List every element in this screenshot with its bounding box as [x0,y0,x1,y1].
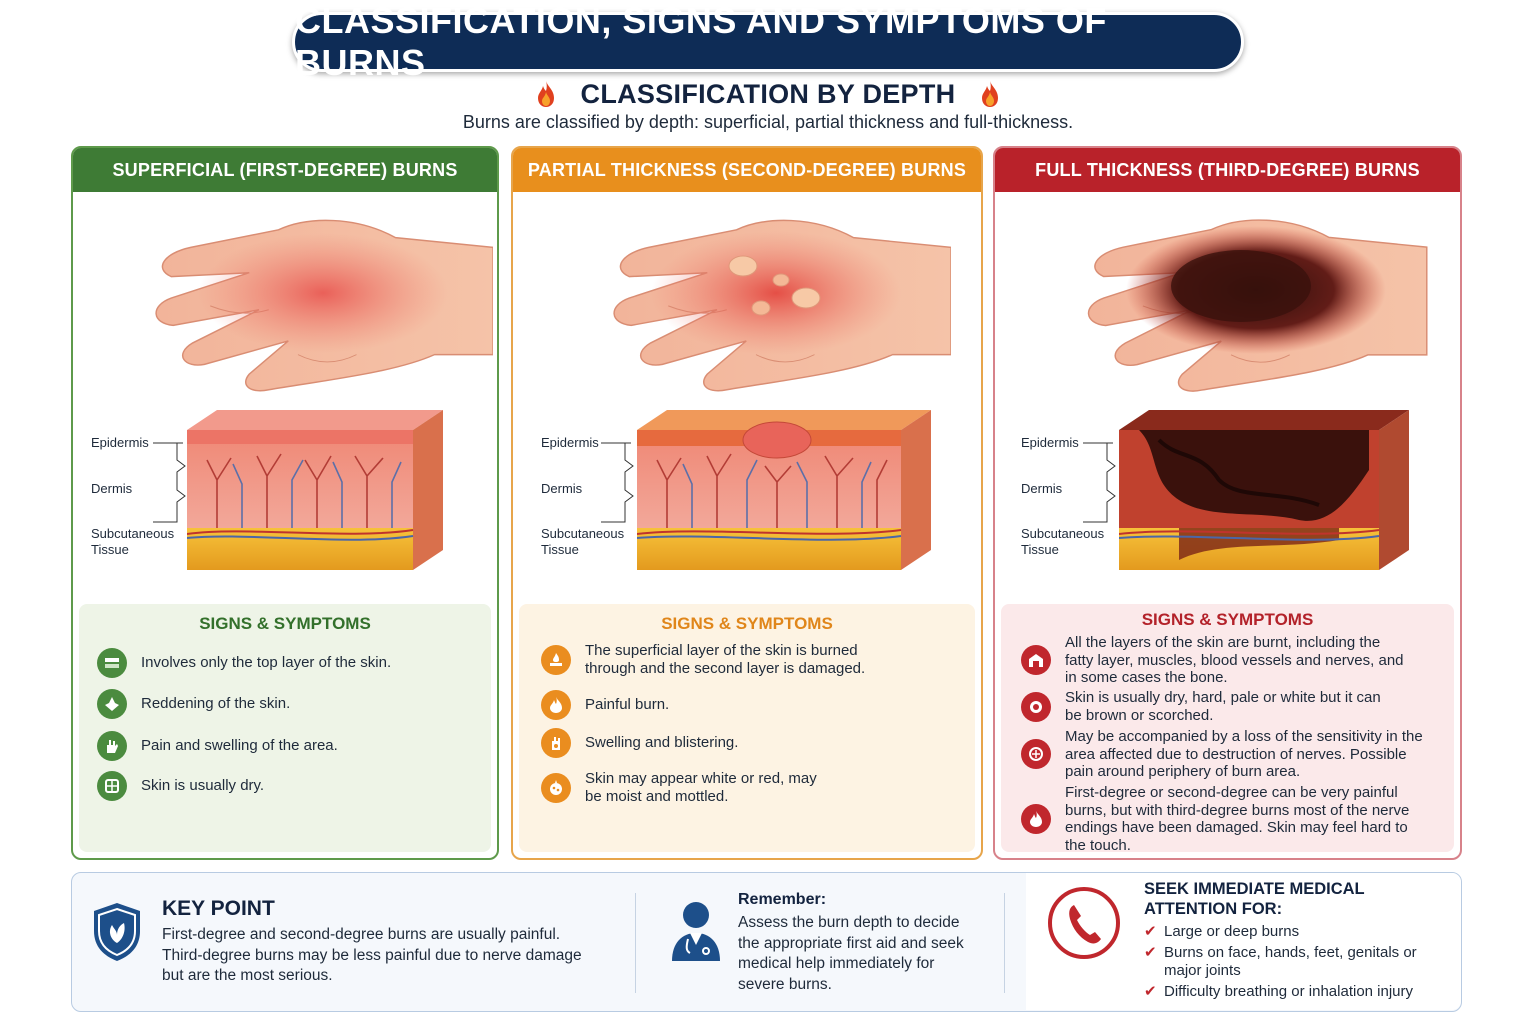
title-banner: CLASSIFICATION, SIGNS AND SYMPTOMS OF BU… [292,0,1244,83]
epidermis-label: Epidermis [1021,435,1079,450]
burned-hand-illustration [155,219,493,392]
divider [635,893,636,993]
seek-list-item: ✔Difficulty breathing or inhalation inju… [1144,983,1414,1000]
remember-title: Remember: [738,891,827,908]
skin-cross-section [637,410,931,570]
intro-text: Burns are classified by depth: superfici… [462,112,1074,132]
dermis-label: Dermis [1021,481,1063,496]
signs-title: SIGNS & SYMPTOMS [199,614,371,633]
divider [1004,893,1005,993]
redness-icon [97,689,127,719]
dermis-label: Dermis [541,481,583,496]
signs-panel: SIGNS & SYMPTOMS Involves only the top l… [79,604,491,852]
seek-list: ✔Large or deep burns ✔Burns on face, han… [1144,923,1454,1004]
key-point-title: KEY POINT [162,897,275,920]
symptom-item: First-degree or second-degree can be ver… [1021,784,1415,854]
dermis-label: Dermis [91,481,133,496]
all-layers-icon [1021,645,1051,676]
seek-title: SEEK IMMEDIATE MEDICAL ATTENTION FOR: [1144,880,1365,918]
layer-bracket [153,442,186,523]
symptom-item: Skin may appear white or red, may be moi… [541,770,825,805]
signs-title: SIGNS & SYMPTOMS [1141,610,1314,629]
remember-text: Assess the burn depth to decide the appr… [738,914,964,993]
check-icon: ✔ [1144,944,1157,961]
bottom-info-panel: KEY POINT First-degree and second-degree… [71,872,1462,1012]
flame-icon [1021,804,1051,834]
flame-icon [977,80,1003,108]
card-heading: PARTIAL THICKNESS (SECOND-DEGREE) BURNS [513,148,981,192]
blister-icon [541,728,571,758]
symptom-item: May be accompanied by a loss of the sens… [1021,728,1425,781]
dry-skin-icon [97,771,127,801]
scorched-skin-icon [1021,691,1051,722]
epidermis-label: Epidermis [541,435,599,450]
seek-attention-box: SEEK IMMEDIATE MEDICAL ATTENTION FOR: ✔L… [1026,873,1461,1010]
symptom-item: Painful burn. [541,690,669,720]
section-title: CLASSIFICATION BY DEPTH [580,78,956,109]
signs-title: SIGNS & SYMPTOMS [661,614,833,633]
seek-list-item: ✔Large or deep burns [1144,923,1300,940]
superficial-burn-card: SUPERFICIAL (FIRST-DEGREE) BURNS Epiderm… [71,146,499,860]
epidermis-label: Epidermis [91,435,149,450]
seek-list-item: ✔Burns on face, hands, feet, genitals or… [1144,944,1417,979]
doctor-icon [672,902,720,961]
skin-color-icon [541,772,571,803]
shield-icon [94,903,140,961]
flame-icon [541,690,571,720]
partial-thickness-burn-card: PARTIAL THICKNESS (SECOND-DEGREE) BURNS … [511,146,983,860]
card-heading: SUPERFICIAL (FIRST-DEGREE) BURNS [73,148,497,192]
check-icon: ✔ [1144,983,1157,1000]
skin-cross-section [1119,410,1409,570]
flame-icon [533,80,559,108]
key-point-text: First-degree and second-degree burns are… [162,926,582,984]
symptom-item: Swelling and blistering. [541,728,738,758]
symptom-item: Reddening of the skin. [97,689,290,719]
burned-layer-icon [541,644,571,675]
symptom-item: All the layers of the skin are burnt, in… [1021,634,1405,687]
signs-panel: SIGNS & SYMPTOMS The superficial layer o… [519,604,975,852]
symptom-item: The superficial layer of the skin is bur… [541,642,885,677]
layer-bracket [1083,442,1116,523]
hand-swelling-icon [97,731,127,761]
skin-cross-section [187,410,443,570]
symptom-item: Skin is usually dry, hard, pale or white… [1021,689,1395,724]
full-thickness-burn-card: FULL THICKNESS (THIRD-DEGREE) BURNS Epid… [993,146,1462,860]
check-icon: ✔ [1144,923,1157,940]
signs-panel: SIGNS & SYMPTOMS All the layers of the s… [1001,604,1454,854]
page-title: CLASSIFICATION, SIGNS AND SYMPTOMS OF BU… [295,0,1107,83]
layer-bracket [601,442,634,523]
symptom-item: Skin is usually dry. [97,771,264,801]
subtitle-row: CLASSIFICATION BY DEPTH [0,78,1536,110]
burned-hand-illustration [1087,219,1428,392]
symptom-item: Pain and swelling of the area. [97,731,338,761]
nerve-icon [1021,739,1051,770]
symptom-item: Involves only the top layer of the skin. [97,648,391,678]
skin-layer-icon [97,648,127,678]
card-heading: FULL THICKNESS (THIRD-DEGREE) BURNS [995,148,1460,192]
burned-hand-illustration [613,219,951,392]
phone-icon [1048,887,1120,959]
